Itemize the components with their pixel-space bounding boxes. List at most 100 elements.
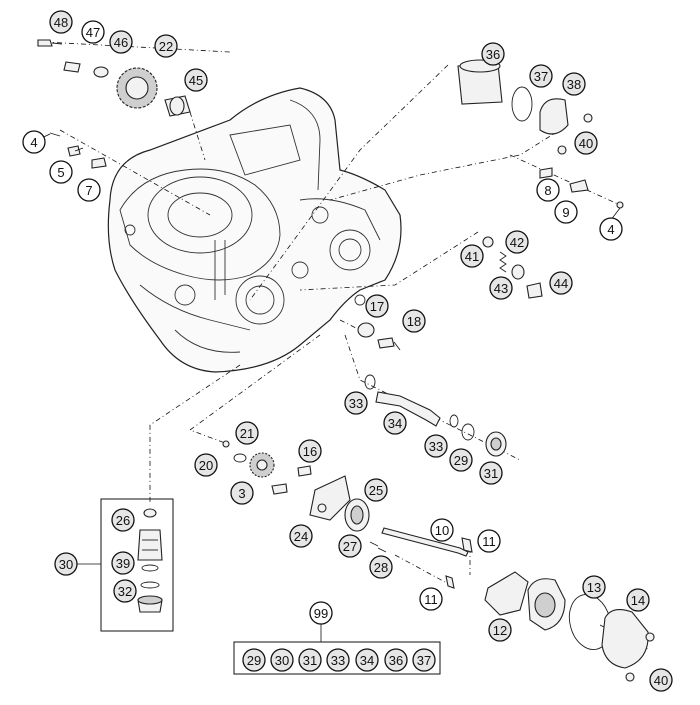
- part-spring-42: [499, 251, 507, 273]
- callout-number: 16: [303, 444, 317, 459]
- callout-number: 47: [86, 25, 100, 40]
- callout-number: 31: [484, 466, 498, 481]
- callout-34: 34: [355, 648, 379, 672]
- parts-box-30: [100, 498, 174, 632]
- callout-circle: [270, 648, 294, 672]
- part-ring-46: [93, 66, 109, 78]
- callout-circle: [549, 271, 573, 295]
- callout-circle: [230, 481, 254, 505]
- callout-number: 8: [544, 183, 551, 198]
- part-bolt-40a: [583, 113, 593, 123]
- callout-13: 13: [582, 575, 606, 599]
- callout-16: 16: [298, 439, 322, 463]
- callout-number: 48: [54, 15, 68, 30]
- part-cover-38: [539, 98, 569, 135]
- callout-circle: [49, 160, 73, 184]
- part-oring-32: [140, 581, 160, 589]
- callout-number: 37: [534, 69, 548, 84]
- callout-36: 36: [384, 648, 408, 672]
- callout-17: 17: [365, 294, 389, 318]
- callout-circle: [626, 588, 650, 612]
- callout-number: 36: [389, 653, 403, 668]
- callout-circle: [649, 668, 673, 692]
- callout-38: 38: [562, 72, 586, 96]
- part-plug-44: [526, 282, 543, 299]
- part-plate-24: [309, 475, 351, 521]
- callout-21: 21: [235, 421, 259, 445]
- callout-circle: [364, 478, 388, 502]
- callout-number: 12: [493, 623, 507, 638]
- callout-circle: [505, 230, 529, 254]
- part-pin-20: [222, 440, 230, 448]
- callout-circle: [184, 68, 208, 92]
- callout-number: 44: [554, 276, 568, 291]
- part-ring-26: [143, 508, 157, 518]
- callout-number: 32: [118, 584, 132, 599]
- callout-circle: [154, 34, 178, 58]
- part-pin-4: [49, 132, 61, 137]
- callout-number: 37: [417, 653, 431, 668]
- callout-30: 30: [54, 552, 78, 576]
- callout-number: 28: [374, 560, 388, 575]
- callout-number: 46: [114, 35, 128, 50]
- part-oring-37: [511, 86, 533, 122]
- callout-number: 30: [275, 653, 289, 668]
- callout-number: 31: [303, 653, 317, 668]
- part-plate-5: [67, 145, 81, 157]
- callout-number: 7: [85, 183, 92, 198]
- callout-circle: [355, 648, 379, 672]
- part-washer-21: [233, 453, 247, 463]
- callout-24: 24: [289, 524, 313, 548]
- callout-circle: [449, 448, 473, 472]
- callout-circle: [113, 579, 137, 603]
- callout-4: 4: [599, 217, 623, 241]
- callout-41: 41: [460, 244, 484, 268]
- callout-number: 34: [360, 653, 374, 668]
- callout-circle: [111, 551, 135, 575]
- callout-number: 43: [494, 281, 508, 296]
- part-ball-41: [482, 236, 494, 248]
- callout-42: 42: [505, 230, 529, 254]
- callout-number: 3: [238, 486, 245, 501]
- callout-25: 25: [364, 478, 388, 502]
- callout-circle: [81, 20, 105, 44]
- callout-43: 43: [489, 276, 513, 300]
- callout-number: 29: [247, 653, 261, 668]
- part-bolt-3b: [271, 483, 288, 495]
- callout-circle: [424, 434, 448, 458]
- callout-circle: [402, 309, 426, 333]
- callout-number: 33: [429, 439, 443, 454]
- callout-circle: [49, 10, 73, 34]
- part-bolt-40b: [625, 672, 635, 682]
- callout-circle: [599, 217, 623, 241]
- callout-14: 14: [626, 588, 650, 612]
- part-oring-39: [141, 564, 159, 572]
- callout-number: 4: [30, 135, 37, 150]
- callout-46: 46: [109, 30, 133, 54]
- callout-31: 31: [298, 648, 322, 672]
- callout-number: 45: [189, 73, 203, 88]
- callout-29: 29: [242, 648, 266, 672]
- callout-34: 34: [383, 411, 407, 435]
- part-clip-33b: [449, 414, 459, 428]
- engine-crankcase-drawing: [107, 87, 402, 373]
- part-pin-27: [369, 541, 379, 547]
- callout-39: 39: [111, 551, 135, 575]
- part-screw-18: [377, 337, 395, 349]
- callout-number: 33: [349, 396, 363, 411]
- part-washer-47: [63, 61, 81, 73]
- callout-circle: [384, 648, 408, 672]
- callout-number: 20: [199, 458, 213, 473]
- callout-circle: [369, 555, 393, 579]
- assembly-lines: [44, 41, 651, 651]
- callout-20: 20: [194, 453, 218, 477]
- callout-number: 11: [424, 592, 438, 607]
- callout-number: 30: [59, 557, 73, 572]
- callout-circle: [488, 618, 512, 642]
- callout-circle: [481, 42, 505, 66]
- callout-9: 9: [554, 200, 578, 224]
- part-bolt-16: [297, 465, 312, 477]
- callout-circle: [344, 391, 368, 415]
- callout-8: 8: [536, 178, 560, 202]
